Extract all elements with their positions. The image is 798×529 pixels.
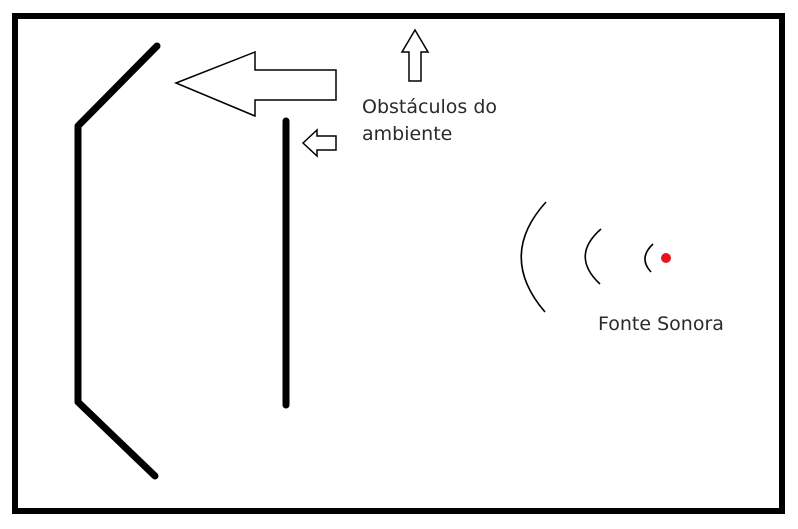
diagram-frame [12, 13, 785, 514]
sound-source-label: Fonte Sonora [598, 313, 724, 335]
obstacles-label: Obstáculos do ambiente [362, 94, 497, 148]
obstacles-label-line-1: Obstáculos do [362, 96, 498, 118]
obstacles-label-line-2: ambiente [362, 123, 453, 145]
small-left-arrow-icon [301, 128, 337, 158]
sound-source-dot [661, 253, 671, 263]
large-left-arrow-icon [174, 50, 337, 118]
bent-wall-obstacle [74, 42, 161, 480]
sound-wave-medium [584, 228, 602, 285]
sound-wave-large [520, 201, 547, 313]
sound-wave-small [644, 243, 654, 273]
up-arrow-icon [400, 28, 430, 82]
